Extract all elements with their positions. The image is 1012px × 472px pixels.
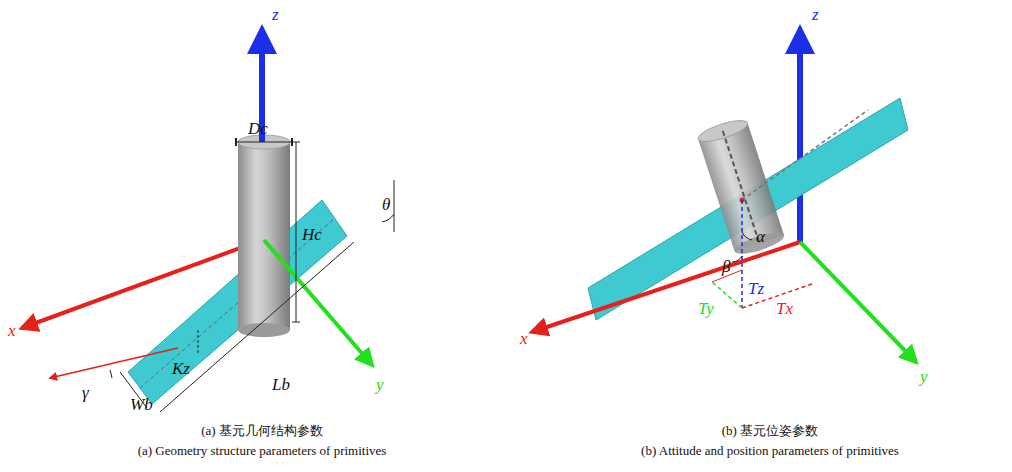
y-axis: [264, 240, 372, 365]
y-axis: [800, 242, 916, 362]
x-axis: [532, 242, 800, 332]
lb-dimension: [160, 242, 354, 412]
alpha-arc: [742, 232, 752, 240]
gamma-reference: [50, 348, 178, 378]
cylinder: [238, 142, 290, 330]
dimension-label: Dc: [248, 120, 268, 137]
angle-label: α: [756, 228, 765, 245]
caption: (b) Attitude and position parameters of …: [641, 444, 899, 457]
theta-reference: [394, 180, 395, 232]
caption: (a) 基元几何结构参数: [201, 424, 323, 437]
kz-dimension: [198, 330, 199, 354]
angle-label: γ: [82, 384, 89, 401]
angle-label: θ: [382, 196, 390, 213]
theta-arc: [382, 214, 394, 222]
axis-label: z: [812, 6, 819, 23]
gamma-arc: [110, 370, 112, 378]
tilted-cylinder: [696, 116, 786, 258]
caption: (b) 基元位姿参数: [722, 424, 818, 437]
beta-arc: [732, 256, 742, 262]
axis-label: y: [376, 376, 384, 393]
ty-line: [712, 282, 742, 308]
band-centerline: [140, 218, 335, 388]
axis-label: y: [920, 368, 928, 385]
dimension-label: Ty: [698, 300, 714, 317]
cylinder-bottom: [238, 323, 290, 337]
axis-label: x: [8, 322, 16, 339]
caption: (a) Geometry structure parameters of pri…: [138, 444, 387, 457]
dimension-label: Kz: [172, 360, 190, 377]
dc-dimension: [236, 142, 292, 143]
tz-line: [741, 200, 743, 308]
angle-label: β: [722, 258, 730, 275]
dimension-label: Lb: [272, 376, 290, 393]
dimension-label: Hc: [302, 226, 322, 243]
band: [128, 200, 347, 404]
z-axis: [797, 30, 803, 242]
panel-b: [532, 30, 916, 362]
axis-label: x: [520, 330, 528, 347]
dimension-label: Wb: [130, 396, 153, 413]
projection-line: [742, 110, 868, 200]
dimension-label: Tx: [776, 300, 793, 317]
axis-label: z: [272, 6, 279, 23]
band: [588, 98, 908, 320]
hc-dimension: [296, 142, 297, 322]
dimension-label: Tz: [748, 280, 764, 297]
panel-a: [22, 30, 394, 412]
